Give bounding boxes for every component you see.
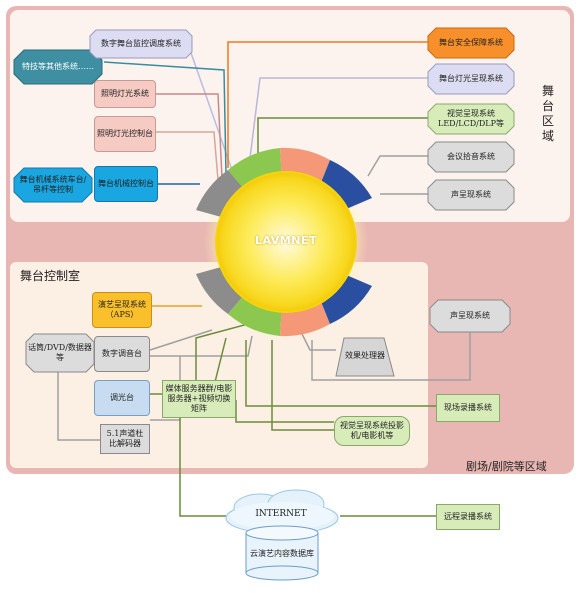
line-lighting — [156, 93, 223, 179]
sound-stage-node[interactable]: 声呈现系统 — [451, 190, 491, 199]
octagon-conference — [427, 141, 515, 173]
line-live-record — [245, 340, 436, 407]
octagon-stage-light — [427, 63, 515, 95]
effects-processor-node[interactable]: 效果处理器 — [345, 351, 385, 360]
mixer-node[interactable]: 数字调音台 — [94, 336, 150, 372]
media-server-node[interactable]: 媒体服务器群/电影服务器+视频切换矩阵 — [162, 380, 236, 418]
remote-record-node[interactable]: 远程录播系统 — [436, 504, 500, 530]
decoder-node[interactable]: 5.1声道杜比解码器 — [100, 424, 150, 454]
aps-node[interactable]: 演艺呈现系统（APS） — [92, 292, 152, 328]
stage-monitor-node[interactable]: 数字舞台监控调度系统 — [101, 39, 181, 48]
line-conference — [367, 155, 432, 177]
dimmer-node[interactable]: 调光台 — [94, 380, 150, 416]
octagon-machinery — [13, 167, 93, 203]
mic-node[interactable]: 话筒/DVD/数据器等 — [28, 343, 92, 362]
internet-cloud — [225, 489, 339, 535]
stage-light-display-node[interactable]: 舞台灯光呈现系统 — [439, 74, 503, 83]
line-safety — [227, 41, 432, 168]
control-room-label: 舞台控制室 — [20, 269, 81, 283]
octagon-visual — [427, 103, 515, 135]
line-effects — [103, 61, 227, 175]
line-visual-display — [257, 117, 432, 158]
line-mixer-2 — [150, 335, 253, 357]
conference-node[interactable]: 会议拾音系统 — [447, 152, 495, 161]
line-effects-proc — [299, 329, 336, 351]
sound-theater-node[interactable]: 声呈现系统 — [450, 311, 490, 320]
line-lighting-console — [156, 131, 219, 181]
line-stage-light-display — [249, 77, 432, 159]
visual-display-node[interactable]: 视觉呈现系统LED/LCD/DLP等 — [438, 109, 504, 128]
effects-processor-shape — [335, 337, 395, 377]
line-internet — [179, 418, 226, 517]
octagon-sound-theater — [429, 299, 511, 333]
cloud-db-node[interactable]: 云演艺内容数据库 — [250, 549, 314, 558]
octagon-sound-stage — [427, 179, 515, 211]
machinery-node[interactable]: 舞台机械系统车台/吊杆等控制 — [19, 175, 87, 194]
line-visual-proj — [271, 340, 334, 431]
stage-zone-label: 舞台区域 — [541, 84, 554, 143]
line-sound-theater — [311, 332, 471, 381]
effects-node[interactable]: 特技等其他系统…… — [22, 62, 94, 71]
line-left-loop — [57, 370, 100, 441]
database-cylinder — [245, 525, 319, 581]
lighting-node[interactable]: 照明灯光系统 — [94, 80, 156, 108]
internet-node[interactable]: INTERNET — [255, 509, 307, 519]
safety-node[interactable]: 舞台安全保障系统 — [439, 38, 503, 47]
octagon-stage-monitor — [89, 29, 193, 59]
octagon-safety — [427, 27, 515, 59]
live-record-node[interactable]: 现场录播系统 — [436, 394, 500, 422]
hub-label: LAVMNET — [255, 234, 317, 247]
octagon-mic — [25, 333, 95, 373]
machinery-console-node[interactable]: 舞台机械控制台 — [94, 166, 158, 202]
line-mixer — [149, 329, 213, 351]
lighting-console-node[interactable]: 照明灯光控制台 — [94, 116, 156, 152]
line-visual-proj-2 — [235, 400, 334, 423]
visual-projector-node[interactable]: 视觉呈现系统投影机/电影机等 — [334, 416, 410, 446]
theater-zone-label: 剧场/剧院等区域 — [466, 460, 547, 473]
hub-sun — [216, 172, 356, 312]
